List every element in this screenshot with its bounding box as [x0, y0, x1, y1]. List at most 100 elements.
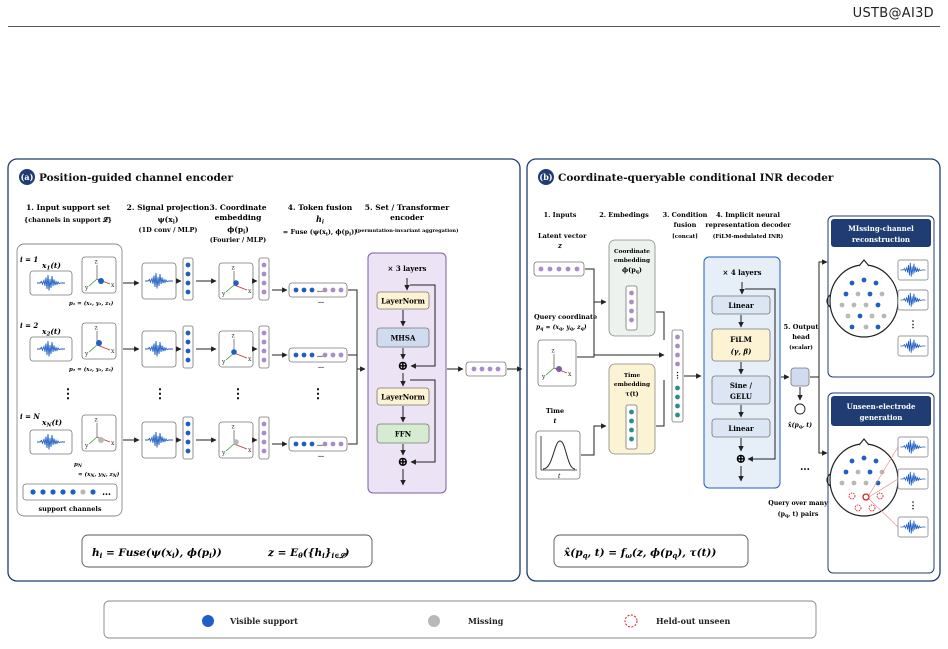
col3-formula: ϕ(pi) [227, 225, 249, 236]
svg-text:5. Output: 5. Output [784, 323, 819, 331]
svg-text:Query over many: Query over many [768, 500, 828, 507]
svg-text:reconstruction: reconstruction [852, 235, 910, 244]
row-1-coord-label: p₁ = (x₁, y₁, z₁) [69, 300, 114, 307]
support-channels-strip [22, 483, 118, 501]
col5-title-1: 5. Set / Transformer [365, 203, 450, 212]
support-dot-5 [70, 489, 76, 495]
svg-text:FiLM: FiLM [730, 335, 752, 344]
svg-text:⋮: ⋮ [674, 370, 682, 380]
svg-text:…: … [317, 352, 323, 359]
mhsa-block [376, 327, 430, 348]
panel-b-frame [526, 158, 941, 582]
row-n-coord-point [98, 437, 104, 443]
svg-text:…: … [318, 298, 324, 305]
panel-b: (b) Coordinate-queryable conditional INR… [526, 158, 941, 582]
header: USTB@AI3D [0, 0, 948, 28]
support-vdots: ⋮ [62, 387, 75, 402]
query-formula: pq = (xq, yq, zq) [536, 324, 587, 332]
token-row-n: … … [288, 436, 348, 459]
col4-formula: = Fuse (ψ(xi), ϕ(pi)) [283, 228, 357, 238]
row-2-coord-point [96, 340, 102, 346]
sine-gelu-block [711, 375, 771, 405]
support-dot-6 [90, 489, 96, 495]
svg-text:FFN: FFN [395, 430, 412, 439]
svg-text:Linear: Linear [728, 301, 754, 310]
svg-text:…: … [318, 363, 324, 370]
time-label: Time [546, 407, 564, 415]
support-channels-label: support channels [38, 505, 101, 513]
row-1-coord-box [81, 256, 117, 294]
col3-title-2: embedding [215, 213, 263, 222]
svg-text:× 4 layers: × 4 layers [723, 268, 762, 277]
panel-a-badge-bg [19, 169, 35, 185]
inr-residual-add: ⊕ [736, 452, 747, 467]
token-row-1: … … [288, 282, 348, 305]
row-1-index: i = 1 [20, 255, 38, 264]
b-col4-3: (FiLM-modulated INR) [713, 233, 784, 240]
svg-text:τ(t): τ(t) [625, 390, 639, 398]
ffn-block [376, 423, 430, 444]
panel-b-badge: (b) [539, 172, 552, 182]
layernorm-1 [376, 291, 430, 310]
output-scalar [794, 403, 806, 415]
film-block [711, 328, 771, 362]
legend-unseen-marker [624, 614, 638, 628]
col4-title: 4. Token fusion [288, 203, 353, 212]
svg-text:…: … [800, 462, 810, 473]
svg-text:⋮: ⋮ [909, 319, 918, 330]
svg-text:(γ, β): (γ, β) [731, 347, 752, 356]
svg-text:Coordinate: Coordinate [614, 249, 650, 255]
coord-emb-row-n [218, 416, 270, 460]
svg-text:…: … [317, 441, 323, 448]
legend-visible-label: Visible support [229, 616, 298, 626]
legend-missing-marker [428, 615, 440, 627]
projection-row-1 [141, 257, 194, 301]
row-n-coord-label-2: = (xN, yN, zN) [78, 471, 120, 479]
row-1: i = 1 x1(t) p₁ = (x₁, y₁, z₁) [20, 255, 117, 307]
transformer-encoder: × 3 layers LayerNorm MHSA ⊕ LayerNorm FF… [367, 252, 447, 494]
b-col3-3: [concat] [672, 234, 698, 240]
legend-visible-marker [202, 615, 214, 627]
svg-text:GELU: GELU [730, 392, 752, 401]
row-1-signal-label: x1(t) [41, 261, 61, 272]
time-plot-box [535, 430, 581, 480]
support-dot-1 [30, 489, 36, 495]
output-head [790, 367, 810, 387]
b-col3-2: fusion [674, 221, 697, 229]
col4-formula-h: hi [316, 214, 324, 226]
col3-title-1: 3. Coordinate [209, 203, 266, 212]
transformer-layers-label: × 3 layers [388, 264, 427, 273]
row-2-index: i = 2 [20, 321, 38, 330]
residual-add-2: ⊕ [398, 455, 409, 470]
svg-text:embedding: embedding [614, 258, 650, 264]
brand-label: USTB@AI3D [852, 6, 934, 21]
latent-token [465, 361, 507, 377]
formula-box-b [553, 534, 749, 568]
panel-a-badge: (a) [21, 172, 34, 182]
legend-frame [103, 600, 817, 639]
svg-text:…: … [318, 452, 324, 459]
row-2: i = 2 x2(t) p₂ = (x₂, y₂, z₂) [20, 321, 117, 373]
legend-unseen-label: Held-out unseen [656, 616, 731, 626]
b-col1: 1. Inputs [544, 211, 577, 219]
col3-sub: (Fourier / MLP) [210, 236, 266, 244]
query-label: Query coordinate [534, 313, 597, 321]
support-set-frame [16, 243, 123, 517]
svg-text:MIssing-channel: MIssing-channel [848, 224, 914, 233]
linear-1 [711, 295, 771, 315]
support-dot-missing-1 [80, 489, 86, 495]
legend-missing-label: Missing [468, 616, 504, 626]
svg-text:head: head [792, 333, 810, 341]
row-2-coord-label: p₂ = (x₂, y₂, z₂) [69, 366, 114, 373]
layernorm-2 [376, 387, 430, 406]
token-vdots: ⋮ [312, 387, 325, 402]
b-col2: 2. Embedings [599, 211, 649, 219]
coord-emb-vdots: ⋮ [232, 387, 245, 402]
col1-sub: {channels in support 𝓛} [24, 216, 112, 224]
row-2-signal-label: x2(t) [41, 327, 61, 338]
panel-a-title: Position-guided channel encoder [39, 172, 233, 184]
svg-text:⋮: ⋮ [909, 500, 918, 511]
time-symbol: t [553, 417, 556, 425]
row-n-coord-box [81, 414, 117, 452]
